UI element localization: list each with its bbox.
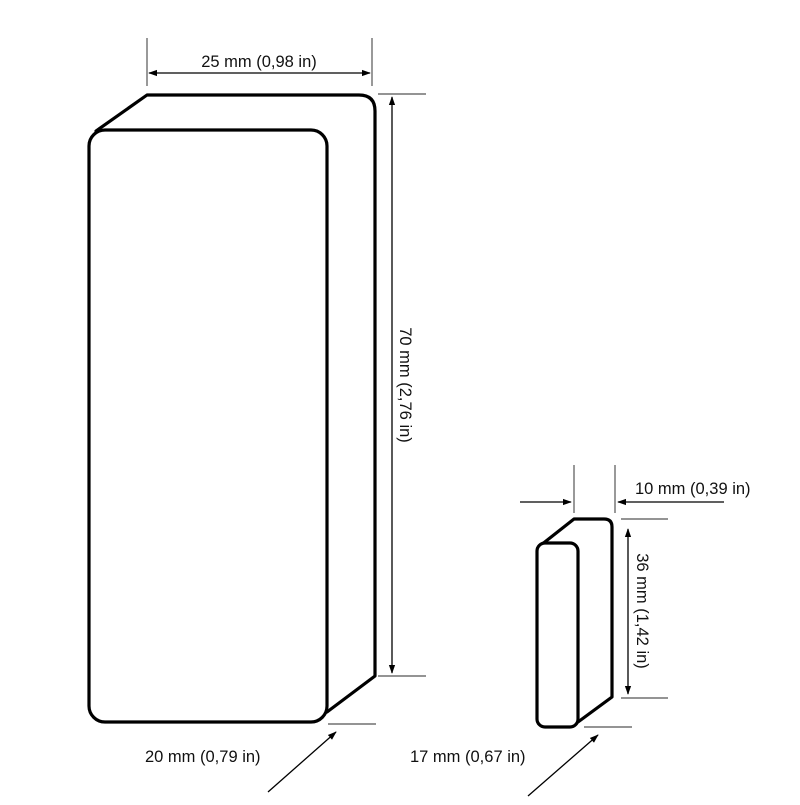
small-height-dimension: 36 mm (1,42 in) [621,518,668,699]
dimension-arrow [527,734,599,797]
large-width-label: 25 mm (0,98 in) [201,53,317,71]
large-depth-dimension: 20 mm (0,79 in) [145,723,376,793]
small-width-dimension: 10 mm (0,39 in) [520,465,751,513]
small-part-front-face [535,541,580,729]
small-depth-dimension: 17 mm (0,67 in) [410,726,632,797]
small-width-label: 10 mm (0,39 in) [635,480,751,498]
large-height-dimension: 70 mm (2,76 in) [378,93,426,677]
small-part [535,517,614,729]
large-part-front-face [87,128,329,724]
large-width-dimension: 25 mm (0,98 in) [146,38,373,86]
small-depth-label: 17 mm (0,67 in) [410,748,526,766]
large-height-label: 70 mm (2,76 in) [396,327,414,443]
dimension-arrow [267,731,337,793]
large-part [87,93,377,724]
small-height-label: 36 mm (1,42 in) [633,553,651,669]
large-depth-label: 20 mm (0,79 in) [145,748,261,766]
